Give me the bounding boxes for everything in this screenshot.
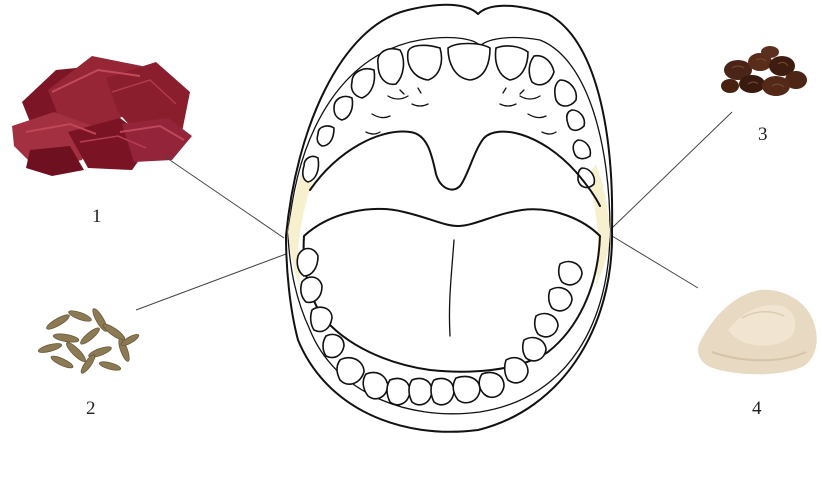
palate-ridges <box>366 88 556 134</box>
lower-teeth <box>297 249 582 405</box>
powder-pile-image <box>698 290 817 374</box>
dried-meat-image <box>12 56 192 176</box>
leader-line-1 <box>164 156 284 238</box>
leader-line-4 <box>612 236 698 288</box>
label-4: 4 <box>752 398 762 419</box>
leader-line-2 <box>136 254 286 310</box>
label-1: 1 <box>92 206 102 227</box>
leader-line-3 <box>612 112 732 228</box>
cumin-seeds-image <box>38 307 141 375</box>
label-3: 3 <box>758 124 768 145</box>
label-2: 2 <box>86 398 96 419</box>
open-mouth-illustration <box>286 5 612 432</box>
raisins-image <box>721 46 807 96</box>
tongue-midline <box>449 240 454 336</box>
upper-teeth <box>303 44 595 188</box>
